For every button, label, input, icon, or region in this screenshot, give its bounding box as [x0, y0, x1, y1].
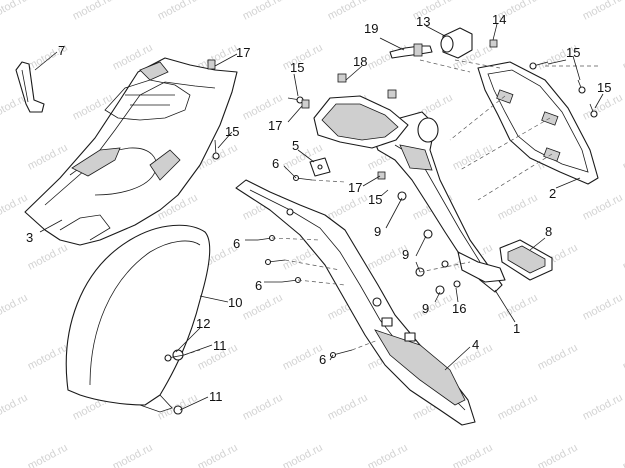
watermark-text: motod.ru	[241, 0, 285, 23]
watermark-text: motod.ru	[0, 392, 30, 423]
watermark-text: motod.ru	[0, 292, 30, 323]
callout-9: 9	[374, 224, 381, 239]
callout-17: 17	[236, 45, 250, 60]
watermark-text: motod.ru	[326, 192, 370, 223]
watermark-text: motod.ru	[156, 0, 200, 23]
watermark-text: motod.ru	[241, 292, 285, 323]
callout-18: 18	[353, 54, 367, 69]
callout-17: 17	[348, 180, 362, 195]
callout-9: 9	[422, 301, 429, 316]
callout-6: 6	[233, 236, 240, 251]
watermark-text: motod.ru	[621, 442, 625, 468]
callout-12: 12	[196, 316, 210, 331]
watermark-text: motod.ru	[581, 0, 625, 23]
watermark-text: motod.ru	[326, 0, 370, 23]
part-lamp	[440, 27, 473, 59]
fasteners	[164, 39, 598, 362]
callout-8: 8	[545, 224, 552, 239]
watermark-text: motod.ru	[451, 142, 495, 173]
callout-6: 6	[272, 156, 279, 171]
callout-14: 14	[492, 12, 506, 27]
callout-16: 16	[452, 301, 466, 316]
callout-11: 11	[209, 389, 223, 404]
watermark-text: motod.ru	[621, 142, 625, 173]
callout-7: 7	[58, 43, 65, 58]
watermark-text: motod.ru	[581, 292, 625, 323]
callout-11: 11	[213, 338, 227, 353]
watermark-text: motod.ru	[411, 292, 455, 323]
callout-labels: 7 17 15 3 15 17 5 6 18 19 13 14 15 15 2 …	[26, 12, 611, 404]
callout-2: 2	[549, 186, 556, 201]
leader-lines	[34, 23, 604, 411]
watermark-text: motod.ru	[241, 392, 285, 423]
callout-15: 15	[566, 45, 580, 60]
callout-4: 4	[472, 337, 479, 352]
watermark-text: motod.ru	[496, 292, 540, 323]
callout-13: 13	[416, 14, 430, 29]
watermark-text: motod.ru	[281, 442, 325, 468]
callout-6: 6	[319, 352, 326, 367]
watermark-text: motod.ru	[621, 42, 625, 73]
watermark-text: motod.ru	[496, 192, 540, 223]
watermark-text: motod.ru	[366, 42, 410, 73]
callout-17: 17	[268, 118, 282, 133]
watermark-text: motod.ru	[71, 0, 115, 23]
part-clip	[309, 157, 331, 177]
callout-3: 3	[26, 230, 33, 245]
watermark-text: motod.ru	[26, 242, 70, 273]
callout-15: 15	[368, 192, 382, 207]
part-connector	[389, 43, 433, 59]
callout-6: 6	[255, 278, 262, 293]
watermark-text: motod.ru	[581, 92, 625, 123]
watermark-text: motod.ru	[496, 392, 540, 423]
watermark-text: motod.ru	[581, 192, 625, 223]
callout-19: 19	[364, 21, 378, 36]
callout-15: 15	[290, 60, 304, 75]
callout-15: 15	[225, 124, 239, 139]
watermark-text: motod.ru	[536, 442, 580, 468]
watermark-text: motod.ru	[111, 442, 155, 468]
watermark-text: motod.ru	[451, 442, 495, 468]
part-reflector	[499, 239, 553, 281]
callout-10: 10	[228, 295, 242, 310]
watermark-text: motod.ru	[0, 192, 30, 223]
watermark-text: motod.ru	[536, 342, 580, 373]
watermark-text: motod.ru	[366, 442, 410, 468]
watermark-text: motod.ru	[581, 392, 625, 423]
callout-15: 15	[597, 80, 611, 95]
callout-9: 9	[402, 247, 409, 262]
watermark-text: motod.ru	[26, 342, 70, 373]
part-hugger	[65, 224, 211, 415]
watermark-text: motod.ru	[621, 242, 625, 273]
part-undertray	[24, 57, 238, 246]
callout-5: 5	[292, 138, 299, 153]
watermark-text: motod.ru	[196, 442, 240, 468]
watermark-text: motod.ru	[326, 392, 370, 423]
part-plate-bracket	[371, 111, 506, 293]
watermark-text: motod.ru	[26, 442, 70, 468]
watermark-text: motod.ru	[621, 342, 625, 373]
part-cover-panel	[313, 95, 409, 149]
part-mudguard	[235, 179, 476, 426]
part-strap	[15, 61, 45, 113]
watermark-text: motod.ru	[0, 0, 30, 23]
callout-1: 1	[513, 321, 520, 336]
assembly-guide-lines	[183, 59, 600, 356]
watermark-text: motod.ru	[26, 142, 70, 173]
